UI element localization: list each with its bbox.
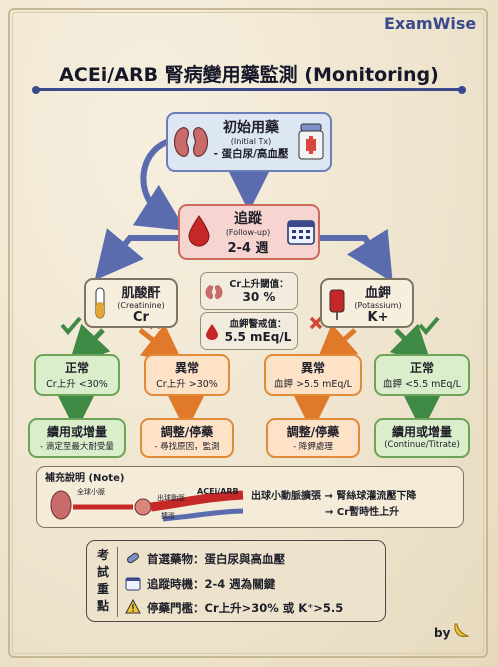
underline-dot-right	[458, 85, 466, 94]
outcome-status: 異常	[174, 361, 199, 375]
exam-item: 首選藥物：蛋白尿與高血壓	[147, 552, 285, 566]
arrow-follow-to-cr	[94, 228, 178, 281]
arrow-cr-abnormal	[138, 323, 184, 365]
x-icon	[309, 316, 323, 330]
calendar-icon	[287, 220, 315, 245]
arrow-cr-normal	[68, 323, 111, 367]
k-threshold-value: 5.5 mEq/L	[224, 330, 292, 344]
initial-subtitle: (Initial Tx)	[230, 137, 272, 146]
outcome-status: 正常	[409, 361, 434, 375]
outcome-condition: Cr上升 >30%	[156, 379, 218, 390]
exam-label-char: 點	[96, 599, 109, 613]
action-title: 調整/停藥	[286, 425, 340, 439]
banana-icon	[454, 623, 470, 637]
initial-desc: - 蛋白尿/高血壓	[213, 148, 289, 160]
follow-period: 2-4 週	[227, 241, 269, 256]
note-line-2: → Cr暫時性上升	[325, 507, 400, 518]
cr-threshold-box: Cr上升閾值： 30 %	[200, 272, 298, 310]
outcome-status: 正常	[64, 361, 89, 375]
outcome-k-abnormal: 異常 血鉀 >5.5 mEq/L	[264, 354, 362, 396]
exam-divider	[117, 547, 118, 617]
check-icon	[60, 316, 82, 336]
glomerulus-illustration	[50, 490, 244, 522]
kidney-icon	[174, 127, 208, 157]
afferent-label: 全球小脈	[77, 488, 105, 496]
exam-label-char: 試	[96, 565, 109, 579]
exam-label: 考 試 重 點	[95, 547, 111, 615]
action-title: 調整/停藥	[160, 425, 214, 439]
action-title: 續用或增量	[46, 425, 107, 439]
exam-item: 追蹤時機：2-4 週為關鍵	[147, 577, 276, 591]
cr-threshold-value: 30 %	[242, 290, 276, 304]
action-title: 續用或增量	[391, 425, 452, 439]
action-detail: (Continue/Titrate)	[384, 440, 460, 450]
page-title: ACEi/ARB 腎病變用藥監測 (Monitoring)	[59, 64, 439, 86]
outcome-condition: 血鉀 >5.5 mEq/L	[274, 379, 352, 390]
inner-frame	[12, 12, 484, 654]
initial-title: 初始用藥	[223, 120, 279, 136]
exam-points-box: 考 試 重 點 首選藥物：蛋白尿與高血壓 追蹤時機：2-4 週為關鍵 停藥門檻：…	[86, 540, 386, 622]
k-threshold-label: 血鉀警戒值：	[229, 319, 287, 330]
potassium-subtitle: (Potassium)	[354, 301, 402, 310]
exam-label-char: 考	[96, 548, 109, 562]
outcome-k-normal: 正常 血鉀 <5.5 mEq/L	[374, 354, 470, 396]
action-cr-adjust: 調整/停藥 - 尋找原因，監測	[140, 418, 234, 458]
action-k-continue: 續用或增量 (Continue/Titrate)	[374, 418, 470, 458]
warning-icon	[125, 599, 141, 614]
potassium-abbr: K+	[367, 310, 389, 325]
exam-item: 停藥門檻：Cr上升>30% 或 K⁺>5.5	[147, 601, 344, 615]
action-k-adjust: 調整/停藥 - 降鉀處理	[266, 418, 360, 458]
blood-bag-icon	[329, 289, 345, 320]
pill-bottle-icon	[298, 123, 324, 160]
blood-drop-icon	[206, 324, 218, 340]
underline-dot-left	[32, 85, 40, 94]
creatinine-box: 肌酸酐 (Creatinine) Cr	[84, 278, 178, 328]
initial-treatment-box: 初始用藥 (Initial Tx) - 蛋白尿/高血壓	[166, 112, 332, 172]
potassium-title: 血鉀	[364, 286, 391, 301]
kidney-icon	[205, 285, 223, 300]
outcome-cr-normal: 正常 Cr上升 <30%	[34, 354, 120, 396]
follow-title: 追蹤	[234, 211, 262, 227]
drug-label: ACEi/ARB	[197, 487, 239, 496]
follow-up-box: 追蹤 (Follow-up) 2-4 週	[178, 204, 320, 260]
check-icon	[418, 316, 440, 336]
arrow-k-normal	[389, 323, 433, 367]
note-line-1: 出球小動脈擴張 → 腎絲球灌流壓下降	[251, 491, 417, 502]
efferent-label: 出球動脈	[157, 494, 185, 502]
calendar-icon	[125, 577, 141, 591]
creatinine-abbr: Cr	[133, 310, 149, 325]
arrow-k-abnormal	[314, 323, 359, 366]
pill-icon	[127, 552, 139, 564]
k-threshold-box: 血鉀警戒值： 5.5 mEq/L	[200, 312, 298, 350]
arrow-loop-left	[132, 137, 187, 231]
action-detail: - 滴定至最大耐受量	[40, 442, 114, 452]
note-title: 補充說明 (Note)	[45, 473, 125, 484]
action-detail: - 降鉀處理	[293, 442, 333, 452]
creatinine-subtitle: (Creatinine)	[117, 301, 165, 310]
outcome-condition: Cr上升 <30%	[46, 379, 108, 390]
potassium-box: 血鉀 (Potassium) K+	[320, 278, 414, 328]
action-cr-continue: 續用或增量 - 滴定至最大耐受量	[28, 418, 126, 458]
note-box: 補充說明 (Note) 全球小脈 出球動脈 擴張 ACEi/ARB 出球小動脈擴…	[36, 466, 464, 528]
follow-subtitle: (Follow-up)	[225, 228, 271, 237]
creatinine-title: 肌酸酐	[121, 286, 161, 301]
title-underline	[36, 88, 462, 91]
byline: by	[434, 626, 451, 640]
outcome-condition: 血鉀 <5.5 mEq/L	[383, 379, 461, 390]
cr-threshold-label: Cr上升閾值：	[229, 279, 289, 290]
brand-logo: ExamWise	[384, 14, 477, 33]
action-detail: - 尋找原因，監測	[154, 442, 220, 452]
outcome-status: 異常	[300, 361, 325, 375]
exam-label-char: 重	[96, 582, 109, 596]
outer-frame	[8, 8, 488, 658]
outcome-cr-abnormal: 異常 Cr上升 >30%	[144, 354, 230, 396]
arrow-follow-to-k	[320, 228, 393, 283]
test-tube-icon	[95, 287, 105, 319]
dilate-label: 擴張	[161, 512, 175, 520]
blood-drop-icon	[188, 215, 210, 247]
